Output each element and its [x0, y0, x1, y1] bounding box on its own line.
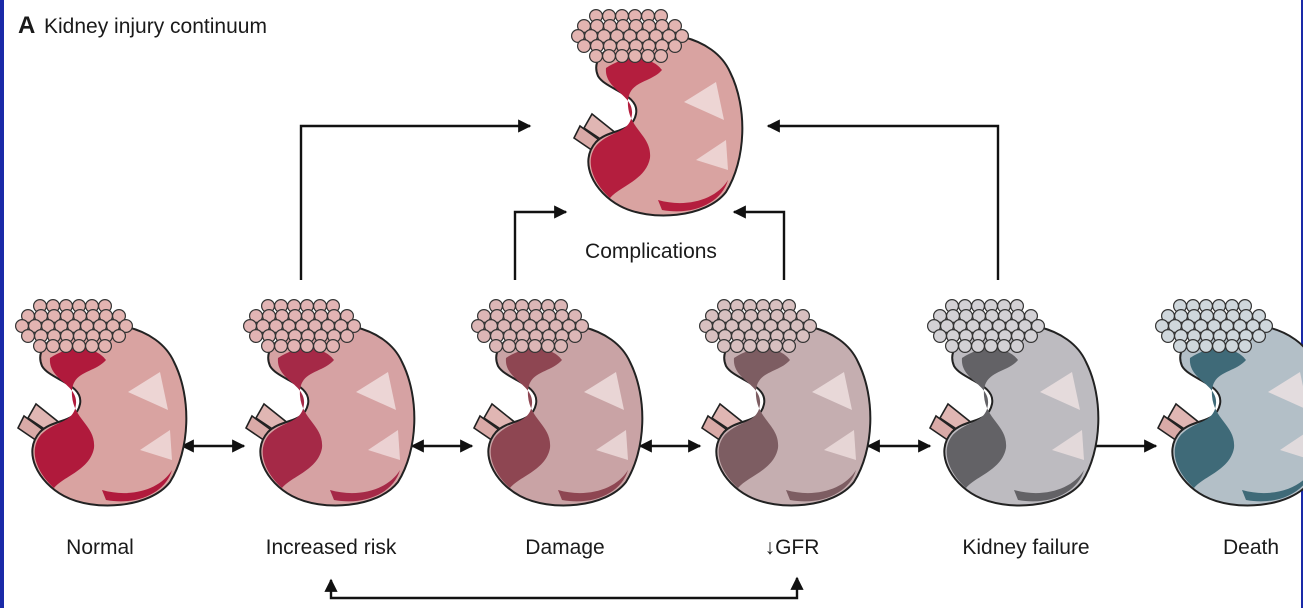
glomerulus-shape — [972, 340, 985, 353]
glomerulus-shape — [1200, 340, 1213, 353]
glomerulus-shape — [490, 340, 503, 353]
glomerulus-shape — [34, 340, 47, 353]
glomerulus-shape — [770, 340, 783, 353]
glomerulus-shape — [275, 340, 288, 353]
stage-label-death: Death — [1223, 536, 1279, 559]
glomerulus-shape — [731, 340, 744, 353]
arrow-increased-risk-complications — [301, 126, 530, 280]
glomerulus-shape — [1025, 330, 1038, 343]
kidney-increased-risk — [244, 300, 415, 506]
glomerulus-shape — [542, 340, 555, 353]
kidney-normal — [16, 300, 187, 506]
glomerulus-shape — [516, 340, 529, 353]
panel-letter: A — [18, 12, 35, 39]
glomerulus-shape — [985, 340, 998, 353]
glomerulus-shape — [22, 330, 35, 343]
glomerulus-shape — [503, 340, 516, 353]
glomerulus-shape — [555, 340, 568, 353]
kidney-gfr — [700, 300, 871, 506]
glomerulus-shape — [569, 330, 582, 343]
glomerulus-shape — [1011, 340, 1024, 353]
kidney-complications — [572, 10, 743, 216]
glomerulus-shape — [998, 340, 1011, 353]
glomerulus-shape — [1253, 330, 1266, 343]
glomerulus-shape — [616, 50, 629, 63]
glomerulus-shape — [629, 50, 642, 63]
glomerulus-shape — [262, 340, 275, 353]
glomerulus-shape — [959, 340, 972, 353]
kidney-damage — [472, 300, 643, 506]
glomerulus-shape — [341, 330, 354, 343]
glomerulus-shape — [86, 340, 99, 353]
glomerulus-shape — [1162, 330, 1175, 343]
stage-label-increased-risk: Increased risk — [266, 536, 397, 559]
arrow-damage-complications — [515, 212, 566, 280]
glomerulus-shape — [603, 50, 616, 63]
arrow-kidney-failure-complications — [768, 126, 998, 280]
glomerulus-shape — [934, 330, 947, 343]
glomerulus-shape — [60, 340, 73, 353]
glomerulus-shape — [578, 40, 591, 53]
complications-label: Complications — [585, 240, 717, 263]
glomerulus-shape — [250, 330, 263, 343]
glomerulus-shape — [718, 340, 731, 353]
glomerulus-shape — [529, 340, 542, 353]
glomerulus-shape — [783, 340, 796, 353]
arrow-gfr-complications — [734, 212, 784, 280]
glomerulus-shape — [642, 50, 655, 63]
kidney-kidney-failure — [928, 300, 1099, 506]
stage-label-kidney-failure: Kidney failure — [962, 536, 1089, 559]
glomerulus-shape — [314, 340, 327, 353]
stage-label-gfr: ↓GFR — [765, 536, 820, 559]
glomerulus-shape — [113, 330, 126, 343]
glomerulus-shape — [1187, 340, 1200, 353]
glomerulus-shape — [669, 40, 682, 53]
glomerulus-shape — [1213, 340, 1226, 353]
glomerulus-shape — [73, 340, 86, 353]
stage-label-normal: Normal — [66, 536, 134, 559]
glomerulus-shape — [590, 50, 603, 63]
glomerulus-shape — [99, 340, 112, 353]
glomerulus-shape — [946, 340, 959, 353]
glomerulus-shape — [47, 340, 60, 353]
glomerulus-shape — [706, 330, 719, 343]
glomerulus-shape — [1239, 340, 1252, 353]
glomerulus-shape — [288, 340, 301, 353]
arrow-increased-risk-gfr-loop — [331, 578, 797, 598]
kidney-death — [1156, 300, 1303, 506]
glomerulus-shape — [797, 330, 810, 343]
glomerulus-shape — [655, 50, 668, 63]
glomerulus-shape — [478, 330, 491, 343]
stage-label-damage: Damage — [525, 536, 604, 559]
glomerulus-shape — [757, 340, 770, 353]
glomerulus-shape — [327, 340, 340, 353]
glomerulus-shape — [1174, 340, 1187, 353]
glomerulus-shape — [1226, 340, 1239, 353]
glomerulus-shape — [301, 340, 314, 353]
panel-title: Kidney injury continuum — [44, 15, 267, 38]
glomerulus-shape — [744, 340, 757, 353]
